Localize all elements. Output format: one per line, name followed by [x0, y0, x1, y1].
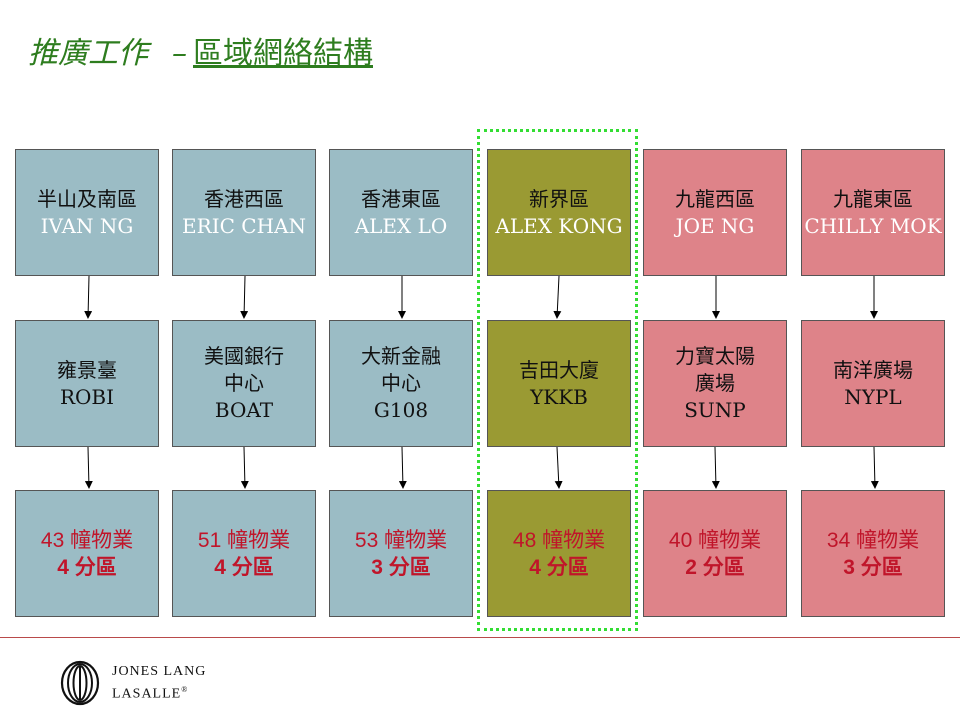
region-name: 香港西區: [204, 186, 284, 211]
arrow-6b: [870, 446, 879, 489]
building-line: 美國銀行: [204, 344, 284, 368]
title-part1: 推廣工作: [28, 36, 148, 71]
building-line: 吉田大廈: [519, 357, 599, 382]
jll-logo-icon: [60, 660, 100, 706]
region-name: 半山及南區: [37, 186, 137, 211]
building-line: 中心: [381, 371, 421, 395]
arrow-2b: [240, 446, 249, 489]
zone-count: 4 分區: [214, 555, 274, 579]
region-manager: JOE NG: [675, 213, 755, 238]
title-part2: 區域網絡結構: [193, 36, 373, 71]
region-box-4: 新界區 ALEX KONG: [487, 149, 631, 276]
stats-box-2: 51 幢物業 4 分區: [172, 490, 316, 617]
building-line: 中心: [224, 371, 264, 395]
zone-count: 3 分區: [371, 555, 431, 579]
building-line: 大新金融: [361, 344, 441, 368]
building-line: SUNP: [684, 398, 746, 422]
arrow-2a: [240, 275, 249, 319]
stats-box-3: 53 幢物業 3 分區: [329, 490, 473, 617]
building-box-4: 吉田大廈 YKKB: [487, 320, 631, 447]
arrow-4b: [554, 446, 563, 489]
region-box-2: 香港西區 ERIC CHAN: [172, 149, 316, 276]
building-box-1: 雍景臺 ROBI: [15, 320, 159, 447]
building-line: NYPL: [844, 384, 902, 409]
zone-count: 4 分區: [529, 555, 589, 579]
arrow-1a: [84, 275, 93, 319]
region-manager: CHILLY MOK: [804, 213, 942, 238]
zone-count: 4 分區: [57, 555, 117, 579]
region-box-3: 香港東區 ALEX LO: [329, 149, 473, 276]
property-count: 43 幢物業: [40, 528, 134, 552]
region-manager: ALEX KONG: [495, 213, 623, 238]
highlight-frame: [477, 129, 638, 631]
company-logo: JONES LANG LASALLE®: [60, 660, 206, 706]
logo-text: JONES LANG LASALLE®: [112, 663, 206, 704]
stats-box-5: 40 幢物業 2 分區: [643, 490, 787, 617]
region-name: 香港東區: [361, 186, 441, 211]
property-count: 51 幢物業: [197, 528, 291, 552]
building-line: ROBI: [59, 384, 115, 409]
logo-line2: LASALLE: [112, 686, 182, 702]
stats-box-1: 43 幢物業 4 分區: [15, 490, 159, 617]
region-box-1: 半山及南區 IVAN NG: [15, 149, 159, 276]
building-box-5: 力寶太陽 廣場 SUNP: [643, 320, 787, 447]
building-line: BOAT: [214, 398, 274, 422]
arrow-1b: [84, 446, 93, 489]
zone-count: 3 分區: [843, 555, 903, 579]
page-title: 推廣工作–區域網絡結構: [28, 28, 373, 72]
building-line: G108: [373, 398, 429, 422]
property-count: 34 幢物業: [826, 528, 920, 552]
region-manager: ERIC CHAN: [182, 213, 306, 238]
region-box-6: 九龍東區 CHILLY MOK: [801, 149, 945, 276]
property-count: 53 幢物業: [354, 528, 448, 552]
building-line: 雍景臺: [57, 357, 117, 382]
region-name: 九龍東區: [833, 186, 913, 211]
stats-box-4: 48 幢物業 4 分區: [487, 490, 631, 617]
building-line: 廣場: [695, 371, 735, 395]
building-box-6: 南洋廣場 NYPL: [801, 320, 945, 447]
registered-mark: ®: [181, 684, 189, 694]
property-count: 40 幢物業: [668, 528, 762, 552]
property-count: 48 幢物業: [512, 528, 606, 552]
building-box-3: 大新金融 中心 G108: [329, 320, 473, 447]
region-box-5: 九龍西區 JOE NG: [643, 149, 787, 276]
arrow-3b: [398, 446, 407, 489]
arrow-5b: [711, 446, 720, 489]
region-manager: IVAN NG: [40, 213, 134, 238]
footer-divider: [0, 637, 960, 638]
logo-line1: JONES LANG: [112, 663, 207, 679]
arrow-4a: [553, 275, 562, 319]
building-line: 力寶太陽: [675, 344, 755, 368]
building-box-2: 美國銀行 中心 BOAT: [172, 320, 316, 447]
stats-box-6: 34 幢物業 3 分區: [801, 490, 945, 617]
building-line: 南洋廣場: [833, 357, 913, 382]
building-line: YKKB: [530, 384, 588, 409]
region-name: 新界區: [529, 186, 589, 211]
title-dash: –: [172, 36, 187, 71]
region-manager: ALEX LO: [354, 213, 448, 238]
region-name: 九龍西區: [675, 186, 755, 211]
zone-count: 2 分區: [685, 555, 745, 579]
